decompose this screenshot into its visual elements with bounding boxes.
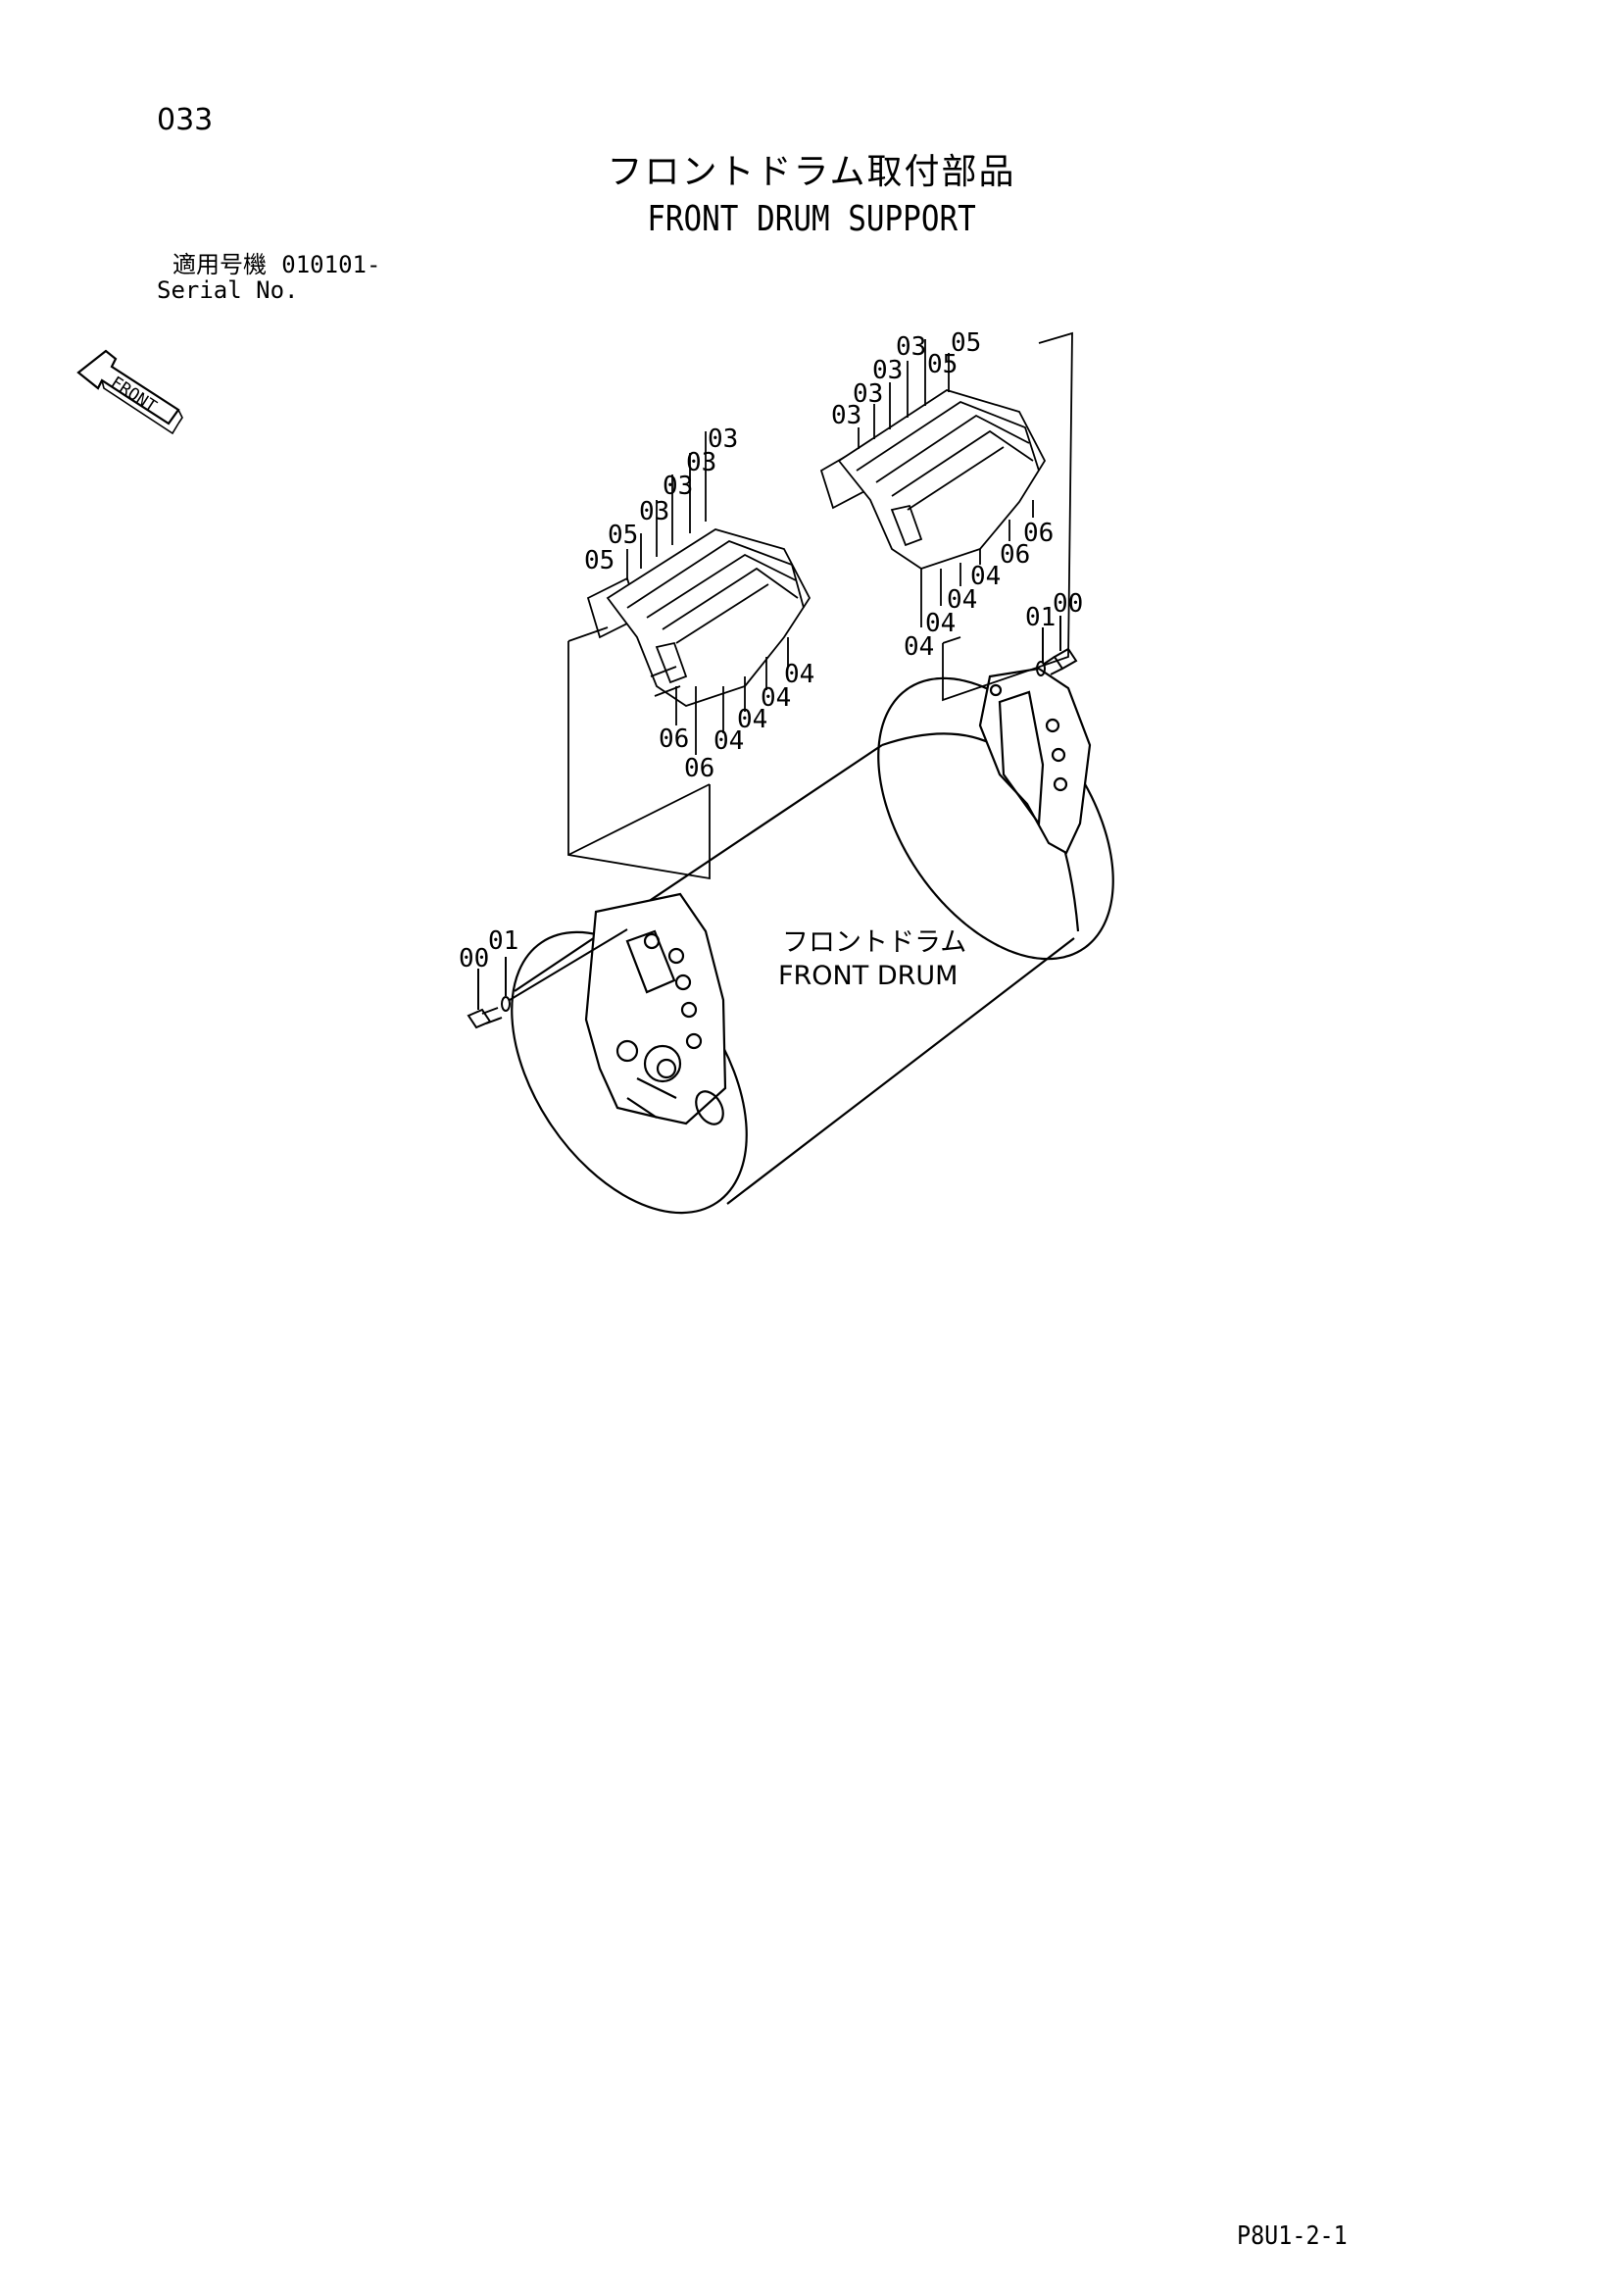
callout-03-left-d: 03 xyxy=(708,424,738,454)
callout-03-right-a: 03 xyxy=(831,401,861,430)
page-title-english: FRONT DRUM SUPPORT xyxy=(647,199,976,239)
callout-03-left-b: 03 xyxy=(663,472,693,501)
page-title-japanese: フロントドラム取付部品 xyxy=(607,152,1016,192)
callout-01-left: 01 xyxy=(488,926,518,956)
callout-03-right-d: 03 xyxy=(896,332,926,362)
callout-03-left-c: 03 xyxy=(686,448,716,477)
right-scraper-assembly: 03 03 03 03 05 05 04 04 04 04 06 06 xyxy=(819,328,1073,702)
right-bolt-icon: 00 01 xyxy=(1025,589,1083,676)
callout-06-left-a: 06 xyxy=(659,724,689,754)
serial-label-japanese: 適用号機 xyxy=(172,251,267,278)
front-drum-label-english: FRONT DRUM xyxy=(778,961,958,991)
callout-04-left-d: 04 xyxy=(784,660,814,689)
page-number: 033 xyxy=(157,103,214,137)
callout-00-left: 00 xyxy=(459,944,489,973)
callout-01-right: 01 xyxy=(1025,603,1056,632)
front-drum-body: フロントドラム FRONT DRUM xyxy=(511,667,1114,1215)
callout-05-right-b: 05 xyxy=(951,328,981,358)
callout-04-right-a: 04 xyxy=(904,632,934,662)
left-scraper-assembly: 05 05 03 03 03 03 06 06 04 04 04 04 xyxy=(567,424,814,880)
callout-04-left-a: 04 xyxy=(713,726,744,756)
callout-05-left-a: 05 xyxy=(584,546,615,575)
callout-04-right-d: 04 xyxy=(970,562,1001,591)
callout-03-right-b: 03 xyxy=(853,379,883,409)
callout-03-right-c: 03 xyxy=(872,356,903,385)
front-drum-label-japanese: フロントドラム xyxy=(782,927,966,958)
serial-number-line: 適用号機 010101- xyxy=(172,253,380,276)
callout-05-right-a: 05 xyxy=(927,350,958,379)
front-direction-arrow-icon: FRONT xyxy=(76,349,183,435)
callout-05-left-b: 05 xyxy=(608,521,638,550)
document-code: P8U1-2-1 xyxy=(1237,2221,1348,2251)
callout-04-right-b: 04 xyxy=(925,609,956,638)
callout-04-left-c: 04 xyxy=(761,683,791,713)
callout-04-left-b: 04 xyxy=(737,705,767,734)
callout-04-right-c: 04 xyxy=(947,585,977,615)
callout-06-right-a: 06 xyxy=(1000,540,1030,570)
left-bolt-icon: 00 01 xyxy=(459,926,628,1029)
callout-06-left-b: 06 xyxy=(684,754,714,783)
serial-number-value: 010101- xyxy=(281,251,381,278)
callout-06-right-b: 06 xyxy=(1023,519,1054,548)
callout-03-left-a: 03 xyxy=(639,497,669,526)
serial-label-english: Serial No. xyxy=(157,276,299,304)
